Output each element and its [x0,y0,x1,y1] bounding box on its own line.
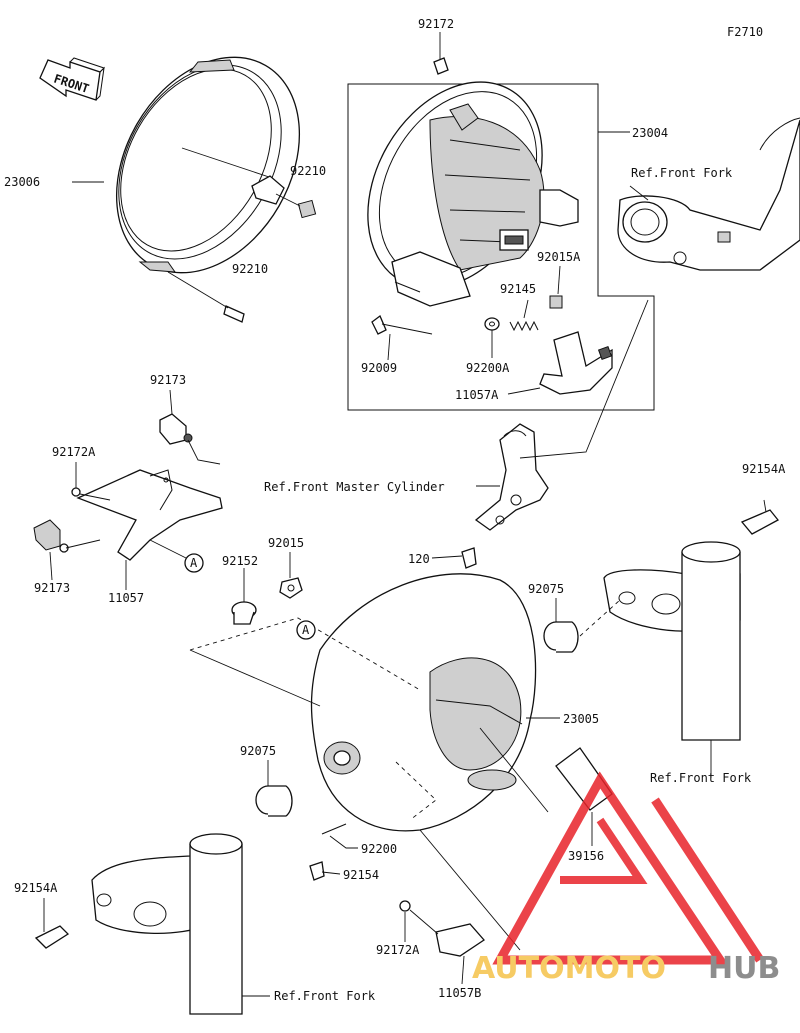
collar-92152 [231,568,257,625]
label-92172A-a: 92172A [52,445,96,459]
washer-92200A [484,317,500,358]
label-92152: 92152 [222,554,258,568]
automotohub-watermark: AUTOMOTO HUB [472,771,780,986]
label-92210-a: 92210 [290,164,326,178]
screw-92210 [167,271,245,323]
grommet-92075-left [255,760,293,817]
fork-left [34,833,270,1015]
label-92015: 92015 [268,536,304,550]
washer-92200 [321,823,358,849]
label-ref-front-fork-top: Ref.Front Fork [631,166,733,180]
callout-a-left: A [190,556,198,570]
nut-92015A [549,265,563,309]
label-92172-top: 92172 [418,17,454,31]
label-92075-b: 92075 [240,744,276,758]
label-ref-front-fork-right: Ref.Front Fork [650,771,752,785]
label-23006: 23006 [4,175,40,189]
headlight-shell: A [189,573,560,832]
part-labels: F2710 92172 23004 23006 92210 92210 Ref.… [4,17,786,1003]
label-92200A: 92200A [466,361,510,375]
clip-92210 [251,175,317,219]
label-92154A-a: 92154A [742,462,786,476]
label-11057B: 11057B [438,986,481,1000]
label-92154A-b: 92154A [14,881,58,895]
label-92173-a: 92173 [150,373,186,387]
bracket-11057A [507,331,613,395]
callout-a-shell: A [302,623,310,637]
label-92173-b: 92173 [34,581,70,595]
label-120: 120 [408,552,430,566]
grommet-92075-right [543,598,621,653]
bracket-11057-assembly: A [33,413,223,590]
bolt-92009 [371,314,433,361]
label-ref-front-fork-bottom: Ref.Front Fork [274,989,376,1003]
fork-right [603,499,779,778]
label-11057: 11057 [108,591,144,605]
bolt-120 [431,547,477,569]
label-92210-b: 92210 [232,262,268,276]
front-arrow-icon: FRONT [39,57,105,101]
fork-bracket-upper [617,117,800,271]
master-cylinder-bracket [474,299,649,531]
figure-code: F2710 [727,25,763,39]
headlight-rim [115,56,301,274]
label-11057A: 11057A [455,388,499,402]
label-39156: 39156 [568,849,604,863]
watermark-text-automoto: AUTOMOTO [472,951,666,986]
label-92145: 92145 [500,282,536,296]
clip-11057B [399,829,521,985]
label-23005: 23005 [563,712,599,726]
bolt-92154 [309,861,341,881]
label-92015A: 92015A [537,250,581,264]
label-92200: 92200 [361,842,397,856]
label-92154: 92154 [343,868,379,882]
watermark-text-hub: HUB [708,951,780,986]
label-92009: 92009 [361,361,397,375]
headlight-unit [347,81,655,411]
label-ref-front-master-cylinder: Ref.Front Master Cylinder [264,480,445,494]
label-92172A-b: 92172A [376,943,420,957]
label-92075-a: 92075 [528,582,564,596]
spring-92145 [509,299,539,332]
label-23004: 23004 [632,126,668,140]
nut-92015 [279,552,303,599]
